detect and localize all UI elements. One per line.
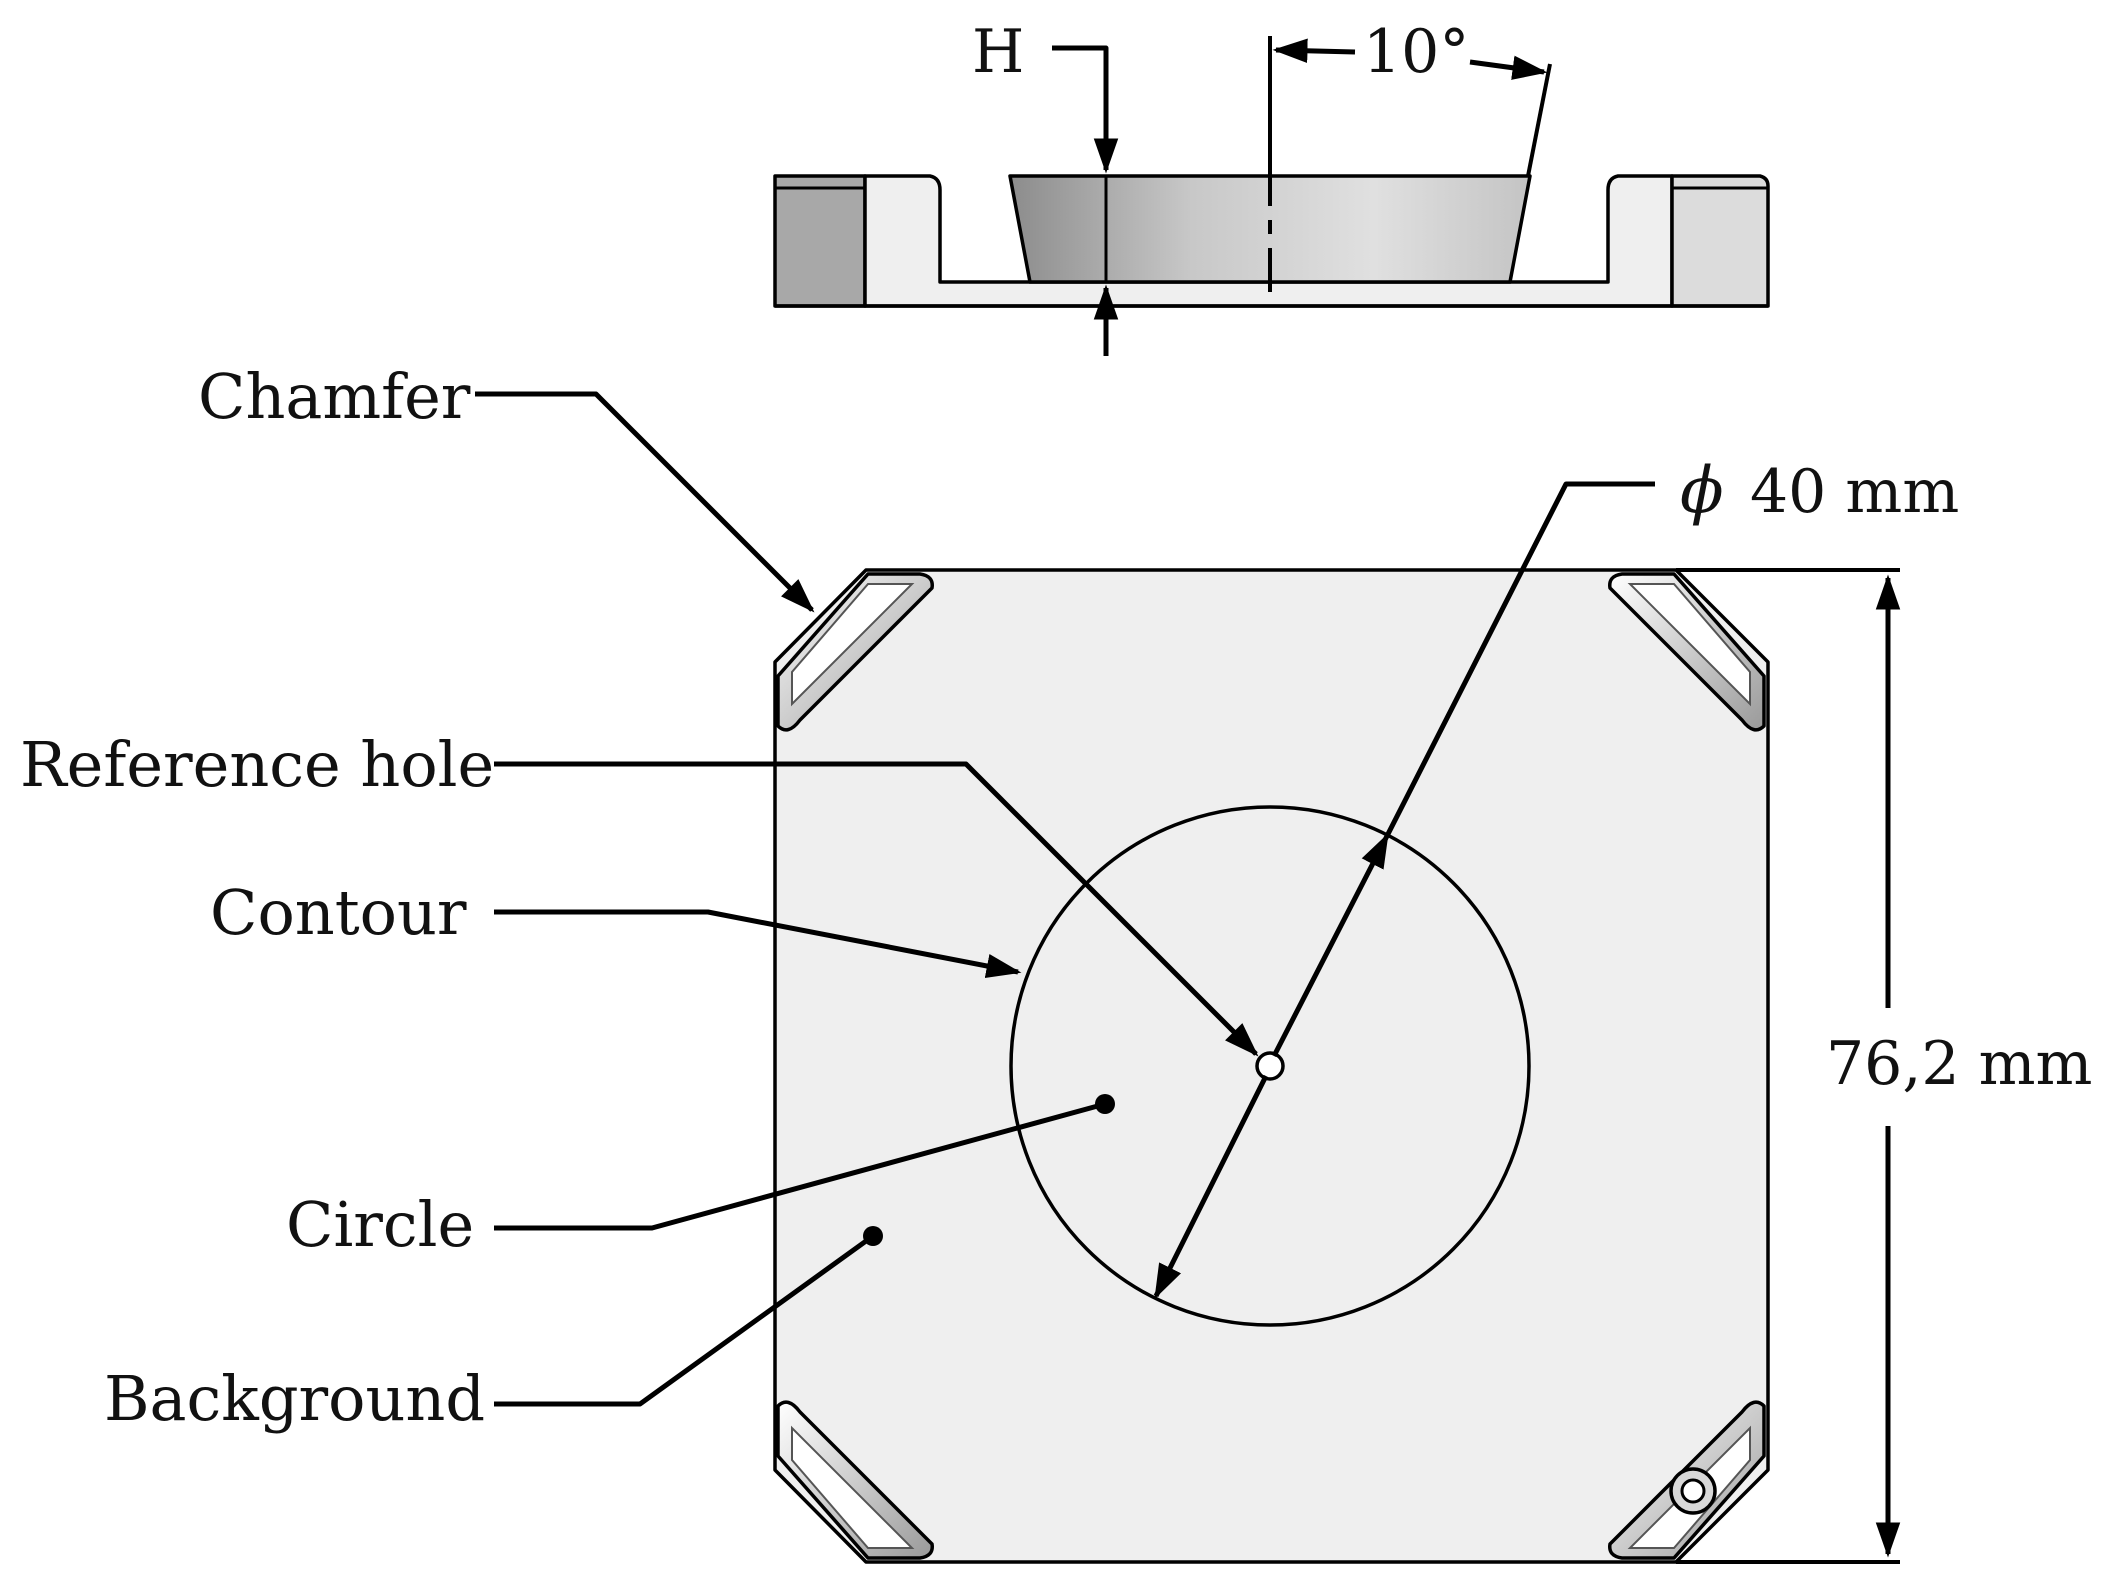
chamfer-leader [475, 391, 815, 613]
angle-label: 10° [1363, 17, 1469, 87]
section-view: 10° H [773, 17, 1770, 356]
chamfer-slot-top-left [776, 572, 934, 732]
section-left-wall-dark [773, 174, 867, 308]
height-label: H [972, 17, 1024, 87]
chamfer-label: Chamfer [198, 360, 471, 433]
contour-label: Contour [210, 876, 467, 949]
background-marker-dot [863, 1226, 883, 1246]
reference-hole-label: Reference hole [20, 728, 494, 801]
diameter-symbol: ϕ [1680, 454, 1724, 528]
diameter-dimension-line [1153, 1074, 1269, 1300]
circle-label: Circle [286, 1188, 474, 1261]
chamfer-slot-top-right [1608, 572, 1766, 732]
background-leader [494, 1233, 875, 1407]
circle-marker-dot [1095, 1094, 1115, 1114]
side-length-label: 76,2 mm [1826, 1029, 2092, 1099]
contour-leader [494, 909, 1022, 979]
plan-view: ϕ 40 mm 76,2 mm [773, 454, 2092, 1564]
reference-hole [1255, 1051, 1285, 1081]
contour-circle [1009, 805, 1531, 1327]
section-left-wall [863, 174, 1674, 308]
callouts: Chamfer Reference hole Contour Circle Ba… [20, 360, 1259, 1435]
reference-hole-leader [494, 761, 1259, 1057]
angle-reference-line [1526, 63, 1552, 177]
chamfer-slot-bottom-right [1608, 1400, 1766, 1560]
diameter-label: 40 mm [1750, 457, 1959, 527]
background-label: Background [104, 1362, 485, 1435]
chamfer-slot-bottom-left [776, 1400, 934, 1560]
section-right-wall [1670, 174, 1770, 308]
circle-leader [494, 1101, 1106, 1231]
